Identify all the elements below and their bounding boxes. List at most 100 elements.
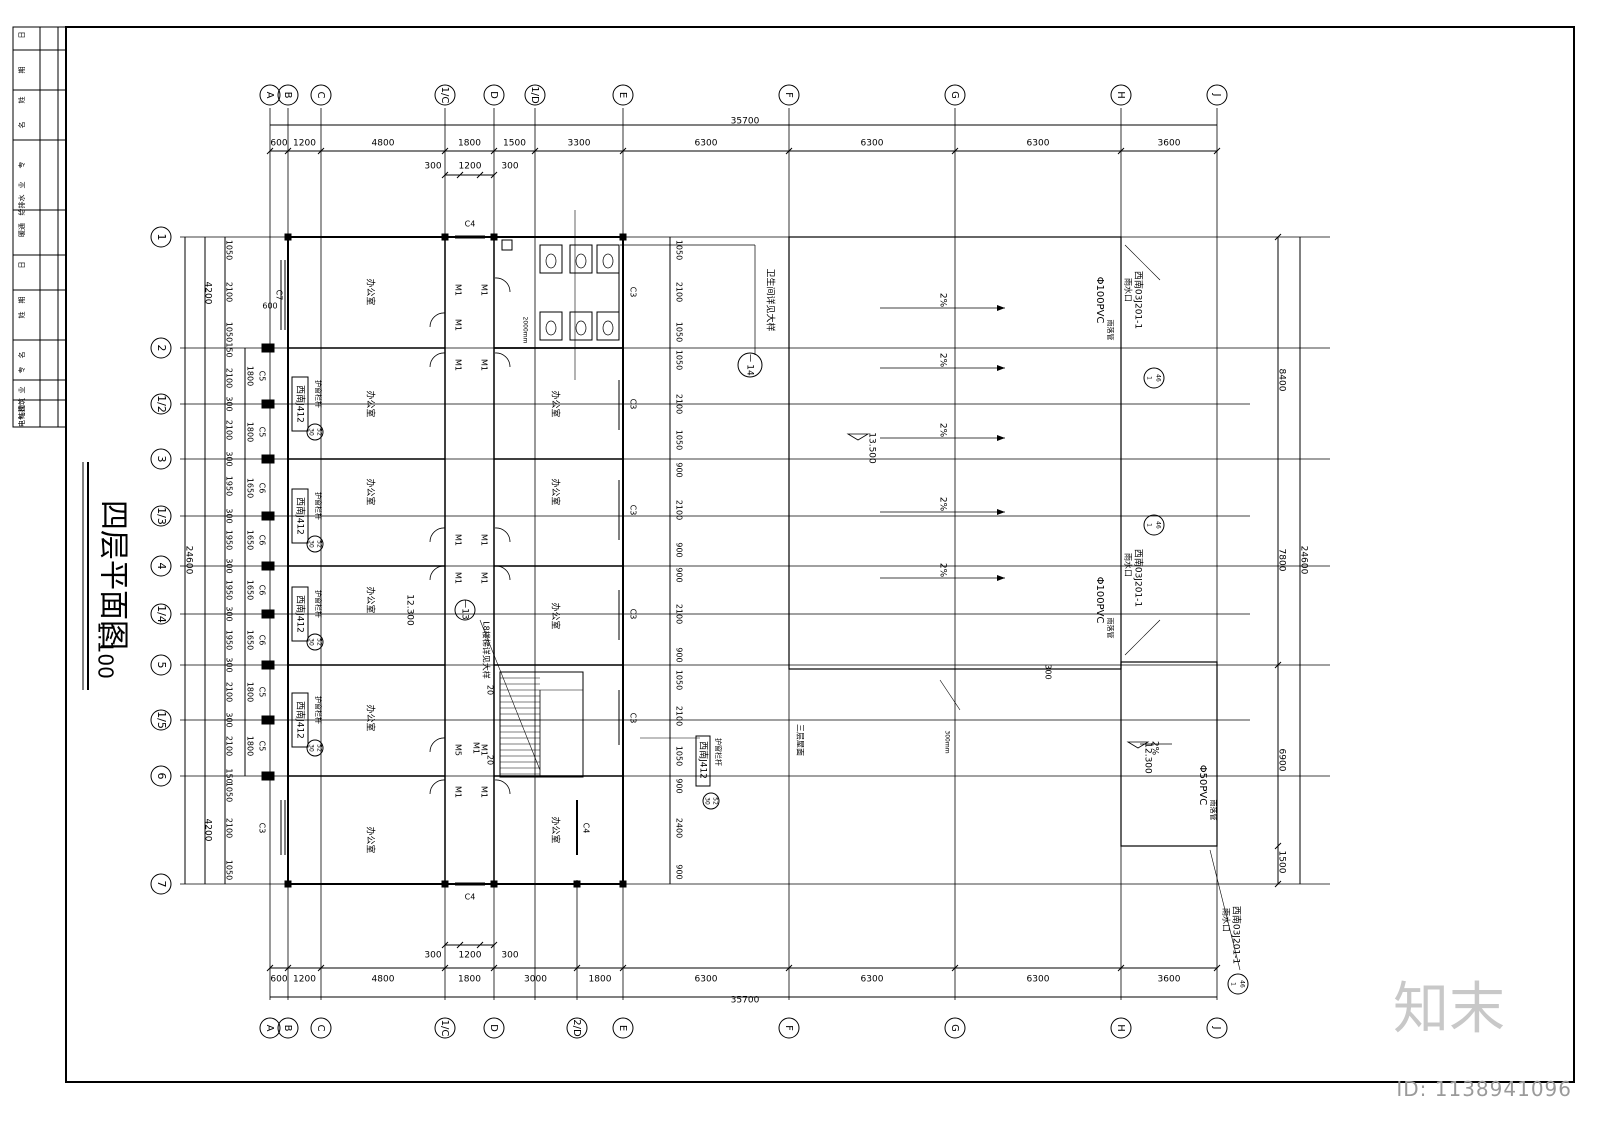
- title-block-label: 建筑: [17, 398, 26, 412]
- grid-axis-bubble: [1110, 1017, 1132, 1039]
- title-block-label: 电气: [17, 413, 26, 427]
- toilet-fixture: [575, 320, 587, 336]
- slope-arrowhead: [997, 509, 1005, 515]
- window-label: C6: [258, 635, 267, 646]
- slope-arrowhead: [997, 365, 1005, 371]
- grid-axis-bubble: [150, 654, 172, 676]
- dimension-text: 35700: [731, 117, 760, 127]
- grid-axis-bubble: [612, 84, 634, 106]
- rail-ref-code: 西南J412: [295, 701, 307, 739]
- dimension-text: 1800: [246, 366, 255, 386]
- door-swing: [429, 737, 446, 753]
- stairwell: [499, 671, 584, 778]
- title-block-label: 业: [17, 182, 26, 189]
- dimension-tick: [284, 964, 292, 972]
- drain-ref-bubble-text: 46: [1155, 374, 1162, 382]
- grid-axis-bubble: [150, 448, 172, 470]
- dimension-text: 600: [262, 302, 277, 311]
- window-label: C3: [258, 823, 267, 834]
- dimension-text: 2100: [225, 682, 234, 702]
- dimension-tick: [456, 941, 464, 949]
- grid-axis-label: 6: [155, 773, 168, 780]
- grid-axis-label: F: [783, 1025, 794, 1031]
- rail-ref-bubble-text: 30: [704, 797, 711, 805]
- rail-ref-bubble-text: 52: [712, 797, 719, 805]
- dimension-text: 1050: [675, 430, 684, 450]
- dimension-text: 24600: [184, 546, 194, 575]
- dimension-text: 1800: [246, 422, 255, 442]
- leader-line: [1124, 619, 1161, 656]
- structural-column: [490, 233, 498, 241]
- grid-axis-label: 1/C: [439, 1020, 450, 1037]
- title-block-label: 期: [18, 67, 26, 74]
- title-block-label: 日: [18, 262, 26, 269]
- grid-axis-label: 1/2: [155, 395, 168, 413]
- dimension-text: 1650: [246, 580, 255, 600]
- rail-ref-code: 西南J412: [295, 385, 307, 423]
- drain-ref-bubble-text: 1: [1146, 523, 1153, 527]
- door-swing: [494, 779, 511, 795]
- door-label: M1: [454, 786, 463, 798]
- grid-axis-label: 5: [155, 662, 168, 669]
- drain-ref-bubble: [1143, 514, 1165, 536]
- dimension-tick: [490, 171, 498, 179]
- grid-axis-bubble: [150, 226, 172, 248]
- structural-column: [284, 880, 292, 888]
- grid-axis-label: 2/D: [571, 1019, 582, 1037]
- structural-column: [619, 880, 627, 888]
- grid-axis-label: G: [949, 1024, 960, 1032]
- detail-callout-text: 13: [460, 608, 470, 619]
- dimension-tick: [284, 147, 292, 155]
- grid-axis-bubble: [310, 84, 332, 106]
- dimension-text: 300: [424, 951, 441, 961]
- rail-ref-bubble-text: 30: [308, 540, 315, 548]
- slope-label: 2%: [938, 353, 948, 368]
- room-label-office: 办公室: [365, 586, 377, 613]
- dimension-tick: [573, 964, 581, 972]
- window-label: C6: [258, 585, 267, 596]
- door-swing: [429, 527, 446, 543]
- leader-line: [1124, 244, 1161, 281]
- dimension-text: 2100: [225, 368, 234, 388]
- dimension-text: 6300: [695, 139, 718, 149]
- dimension-tick: [490, 941, 498, 949]
- dimension-text: 3000: [524, 975, 547, 985]
- window-label: C6: [258, 535, 267, 546]
- grid-axis-bubble: [150, 337, 172, 359]
- dimension-tick: [951, 147, 959, 155]
- dimension-text: 1950: [225, 530, 234, 550]
- toilet-fixture: [545, 320, 557, 336]
- door-swing: [429, 779, 446, 795]
- rail-ref-bubble: [306, 739, 324, 757]
- room-label-office: 办公室: [365, 478, 377, 505]
- rail-ref-bubble-text: 52: [316, 638, 323, 646]
- grid-axis-bubble: [778, 84, 800, 106]
- dimension-text: 2100: [675, 500, 684, 520]
- dimension-tick: [1274, 842, 1282, 850]
- pipe-note: 雨落管: [1106, 320, 1115, 341]
- grid-axis-bubble: [259, 84, 281, 106]
- drain-ref: 西南03J201-1: [1231, 906, 1243, 964]
- slope-label: 2%: [938, 497, 948, 512]
- stair-detail-note: L8楼梯详见大样: [482, 621, 492, 679]
- window-label: C6: [258, 483, 267, 494]
- window-label: C4: [582, 823, 591, 834]
- title-block-label: 名: [17, 352, 26, 359]
- dimension-tick: [490, 147, 498, 155]
- door-label: M1: [454, 319, 463, 331]
- dimension-tick: [266, 147, 274, 155]
- room-label-office: 办公室: [365, 826, 377, 853]
- rail-ref-box: [291, 586, 309, 642]
- toilet-stall: [539, 244, 563, 274]
- dimension-tick: [1274, 233, 1282, 241]
- dimension-text: 8400: [1277, 369, 1287, 392]
- door-label: M1: [454, 359, 463, 371]
- window-label: C4: [465, 220, 476, 229]
- room-label-office: 办公室: [365, 390, 377, 417]
- elevation-symbol: [846, 433, 870, 441]
- dimension-text: 1800: [246, 682, 255, 702]
- drain-note: 雨水口: [1222, 908, 1232, 932]
- dimension-text: 2100: [225, 282, 234, 302]
- window-label: C5: [258, 687, 267, 698]
- door-label: M5: [454, 744, 463, 756]
